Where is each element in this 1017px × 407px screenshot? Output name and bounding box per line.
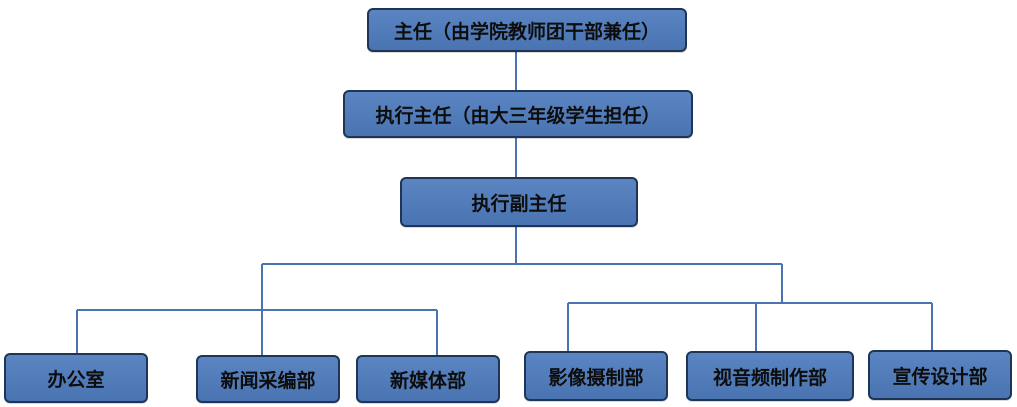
node-publicity-design: 宣传设计部 bbox=[868, 350, 1012, 400]
node-audio-video-production: 视音频制作部 bbox=[686, 351, 854, 401]
node-office: 办公室 bbox=[4, 353, 148, 403]
node-new-media: 新媒体部 bbox=[356, 355, 500, 403]
node-director: 主任（由学院教师团干部兼任） bbox=[367, 8, 687, 52]
node-executive-director: 执行主任（由大三年级学生担任） bbox=[343, 90, 693, 138]
node-news-editing-label: 新闻采编部 bbox=[220, 369, 316, 392]
node-news-editing: 新闻采编部 bbox=[196, 355, 340, 403]
node-office-label: 办公室 bbox=[47, 368, 105, 391]
node-executive-director-label: 执行主任（由大三年级学生担任） bbox=[375, 104, 661, 127]
node-director-label: 主任（由学院教师团干部兼任） bbox=[393, 20, 660, 43]
node-photography-label: 影像摄制部 bbox=[548, 366, 644, 389]
node-publicity-design-label: 宣传设计部 bbox=[892, 365, 988, 388]
node-photography: 影像摄制部 bbox=[524, 351, 668, 401]
node-audio-video-production-label: 视音频制作部 bbox=[712, 366, 827, 389]
node-vice-director: 执行副主任 bbox=[400, 177, 638, 227]
node-vice-director-label: 执行副主任 bbox=[471, 192, 567, 215]
node-new-media-label: 新媒体部 bbox=[389, 369, 466, 392]
